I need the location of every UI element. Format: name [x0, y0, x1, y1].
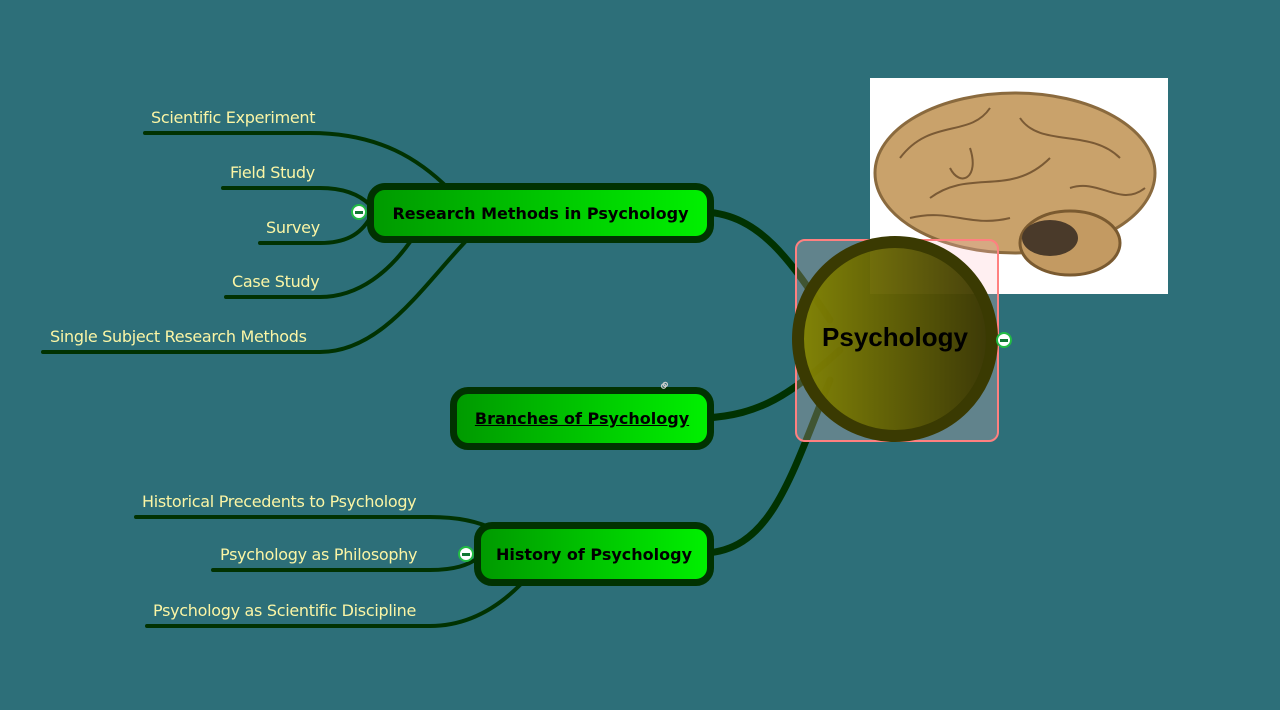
connector-history — [701, 376, 834, 557]
central-label: Psychology — [822, 322, 968, 352]
central-node[interactable] — [792, 236, 998, 442]
topic-link-label[interactable]: Branches of Psychology — [474, 409, 690, 428]
topic-research-methods[interactable]: Research Methods in Psychology — [367, 183, 714, 243]
leaf-historical-precedents[interactable]: Historical Precedents to Psychology — [142, 492, 417, 511]
leaf-field-study[interactable]: Field Study — [230, 163, 315, 182]
history-collapse-button[interactable] — [458, 546, 474, 562]
leaf-scientific-experiment[interactable]: Scientific Experiment — [151, 108, 316, 127]
central-collapse-button[interactable] — [996, 332, 1012, 348]
leaf-case-study[interactable]: Case Study — [232, 272, 320, 291]
topic-label: Research Methods in Psychology — [392, 203, 689, 223]
topic-label: History of Psychology — [495, 544, 693, 564]
topic-history[interactable]: History of Psychology — [474, 522, 714, 586]
leaf-single-subject[interactable]: Single Subject Research Methods — [50, 327, 307, 346]
topic-branches[interactable]: Branches of Psychology — [450, 387, 714, 450]
leaf-psychology-philosophy[interactable]: Psychology as Philosophy — [220, 545, 418, 564]
leaf-psychology-scientific[interactable]: Psychology as Scientific Discipline — [153, 601, 417, 620]
brain-image — [870, 78, 1168, 294]
research-collapse-button[interactable] — [351, 204, 367, 220]
leaf-survey[interactable]: Survey — [266, 218, 320, 237]
